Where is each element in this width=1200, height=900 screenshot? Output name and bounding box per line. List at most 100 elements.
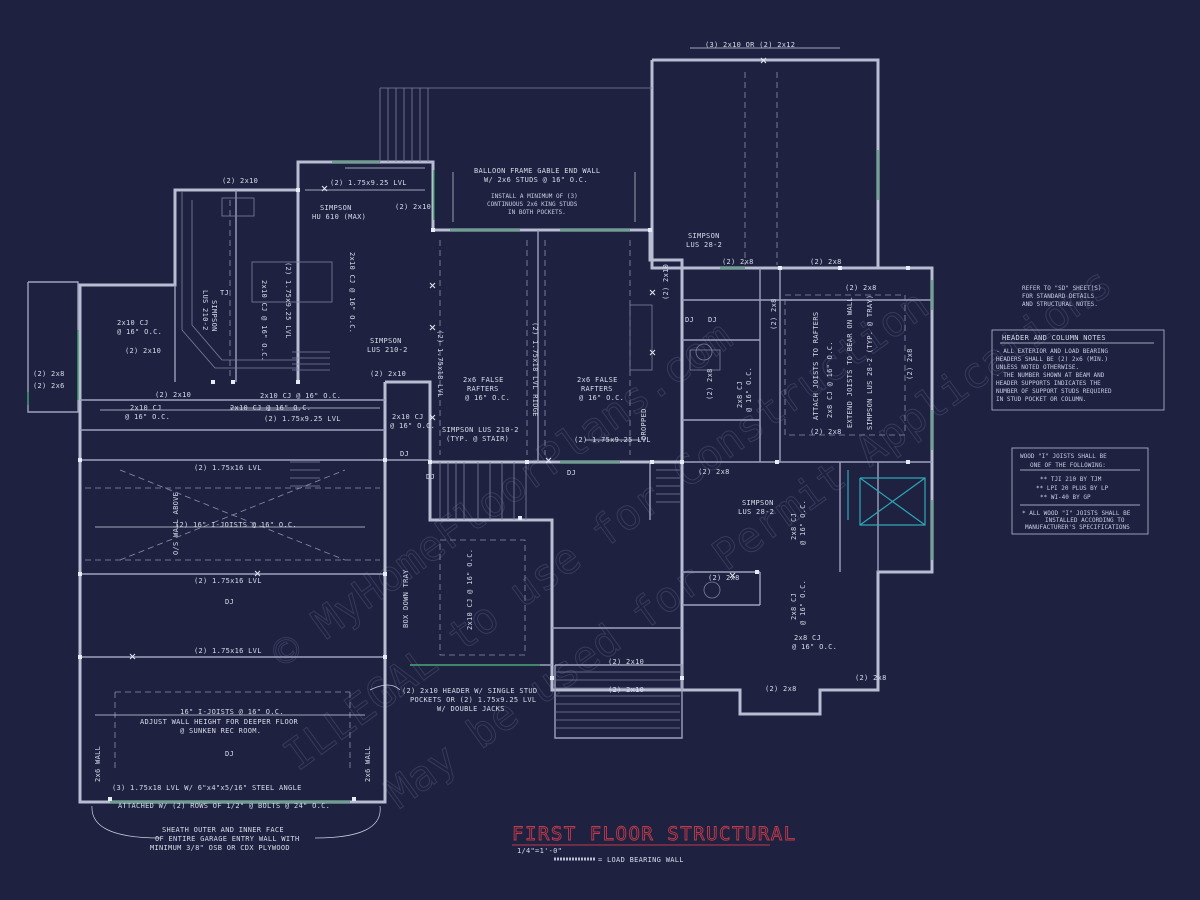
label-stair-1: SIMPSON LUS 210-2 — [442, 426, 519, 434]
label-hdr2x10-bot-1: (2) 2x10 — [608, 658, 644, 666]
label-extend-vertical: EXTEND JOISTS TO BEAR ON WALL — [846, 297, 854, 428]
label-attach-vertical: ATTACH JOISTS TO RAFTERS — [812, 312, 820, 420]
refer-note-2: FOR STANDARD DETAILS — [1022, 293, 1095, 300]
label-cj8-c-2: @ 16" O.C. — [799, 500, 807, 545]
label-simpson-hu-2: HU 610 (MAX) — [312, 213, 366, 221]
label-cj-small-2: @ 16" O.C. — [390, 422, 435, 430]
label-box-down: BOX DOWN TRAY — [402, 569, 410, 628]
watermark: © MyHomeFloorPlans.com ILLEGAL to use fo… — [262, 257, 1122, 818]
label-hdr28-bot: (2) 2x8 — [765, 685, 797, 693]
label-lvl-vertical-1: (2) 1.75x9.25 LVL — [284, 262, 292, 339]
interior-walls — [80, 190, 932, 658]
label-wall-2x6-right: 2x6 WALL — [364, 746, 372, 782]
header-notes-box — [991, 329, 1165, 411]
label-lus282-vertical: SIMPSON LUS 28-2 (TYP. @ TRAY) — [866, 295, 874, 430]
label-sheath-3: MINIMUM 3/8" OSB OR CDX PLYWOOD — [150, 844, 290, 852]
label-hdr28-d: (2) 2x8 — [708, 574, 740, 582]
label-install-3: IN BOTH POCKETS. — [508, 209, 566, 216]
label-hdr26-left: (2) 2x6 — [33, 382, 65, 390]
label-false-rafter-r-1: 2x6 FALSE — [577, 376, 618, 384]
label-sheath-1: SHEATH OUTER AND INNER FACE — [162, 826, 284, 834]
label-cj8-c-1: 2x8 CJ — [790, 513, 798, 540]
label-dj-c: DJ — [400, 450, 409, 458]
label-hdr-2x10-b: (2) 2x10 — [395, 203, 431, 211]
label-lvl18-vertical: (2) 1.75x18 LVL — [436, 330, 444, 398]
label-cj-left-2: @ 16" O.C. — [117, 328, 162, 336]
label-balloon-2: W/ 2x6 STUDS @ 16" O.C. — [484, 176, 588, 184]
label-hdr-single-3: W/ DOUBLE JACKS — [437, 705, 505, 713]
label-cj8-a-2: @ 16" O.C. — [792, 643, 837, 651]
label-ijoist-a: (2) 16" I-JOISTS @ 16" O.C. — [175, 521, 297, 529]
label-lvl-row: (2) 1.75x9.25 LVL — [264, 415, 341, 423]
label-cj8-b-2: @ 16" O.C. — [745, 367, 753, 412]
label-dj-a: DJ — [225, 598, 234, 606]
label-stair-2: (TYP. @ STAIR) — [446, 435, 509, 443]
label-hdr28-vertical-3: (2) 2x8 — [706, 368, 714, 400]
label-cj-vertical-1: 2x10 CJ @ 16" O.C. — [260, 280, 268, 361]
joist-notes-title-2: ONE OF THE FOLLOWING: — [1030, 462, 1106, 469]
label-hdr28-vertical-2: (2) 2x8 — [770, 298, 778, 330]
label-cj-bot-2: @ 16" O.C. — [125, 413, 170, 421]
label-simpson-28: SIMPSON — [742, 499, 774, 507]
label-hdr-left-a: (2) 2x10 — [125, 347, 161, 355]
header-notes-title: HEADER AND COLUMN NOTES — [1002, 334, 1106, 342]
header-note-line-6: NUMBER OF SUPPORT STUDS REQUIRED — [996, 388, 1112, 395]
label-install-1: INSTALL A MINIMUM OF (3) — [491, 193, 578, 200]
label-ijoist-b: 16" I-JOISTS @ 16" O.C. — [180, 708, 284, 716]
header-note-line-7: IN STUD POCKET OR COLUMN. — [996, 396, 1086, 403]
label-hdr28-a: (2) 2x8 — [810, 258, 842, 266]
label-top-right-vertical: (2) 2x10 — [662, 264, 670, 300]
label-dj-d: DJ — [426, 473, 435, 481]
label-simpson-ls-2: LUS 28-2 — [686, 241, 722, 249]
label-wall-2x6-left: 2x6 WALL — [94, 746, 102, 782]
kitchen-cabinets — [181, 192, 721, 599]
label-simpson-lus-left: SIMPSON — [210, 300, 218, 332]
label-dj-cl-2: DJ — [685, 316, 694, 324]
joist-foot-2: INSTALLED ACCORDING TO — [1045, 517, 1125, 524]
label-simpson-lus: SIMPSON — [370, 337, 402, 345]
label-cj-box: 2x10 CJ @ 16" O.C. — [466, 549, 474, 630]
label-cj-vertical-2: 2x10 CJ @ 16" O.C. — [348, 252, 356, 333]
label-tj: TJ — [220, 289, 229, 297]
header-note-line-4: - THE NUMBER SHOWN AT BEAM AND — [996, 372, 1105, 379]
label-hdr28-vertical-1: (2) 2x8 — [906, 348, 914, 380]
label-balloon: BALLOON FRAME GABLE END WALL — [474, 167, 600, 175]
structural-labels: (3) 2x10 OR (2) 2x12 BALLOON FRAME GABLE… — [33, 41, 914, 852]
sheet-title: FIRST FLOOR STRUCTURAL — [512, 823, 797, 845]
joist-foot-1: * ALL WOOD "I" JOISTS SHALL BE — [1022, 510, 1131, 517]
header-lines — [95, 47, 840, 716]
label-hdr28-bath: (2) 2x8 — [855, 674, 887, 682]
load-bearing-legend: = LOAD BEARING WALL — [598, 856, 684, 864]
label-cj8-vertical: 2x8 CJ @ 16" O.C. — [826, 341, 834, 418]
joist-foot-3: MANUFACTURER'S SPECIFICATIONS — [1025, 524, 1130, 531]
header-note-line-2: HEADERS SHALL BE (2) 2x6 (MIN.) — [996, 356, 1108, 363]
label-attached: ATTACHED W/ (2) ROWS OF 1/2" @ BOLTS @ 2… — [118, 802, 330, 810]
label-hdr28-b: (2) 2x8 — [810, 428, 842, 436]
header-note-line-3: UNLESS NOTED OTHERWISE. — [996, 364, 1079, 371]
label-cj-bot-1: 2x10 CJ — [130, 404, 162, 412]
label-sheath-2: OF ENTIRE GARAGE ENTRY WALL WITH — [155, 835, 299, 843]
label-simpson-28-2: LUS 28-2 — [738, 508, 774, 516]
joist-line-1: ** TJI 210 BY TJM — [1040, 476, 1102, 483]
label-hdr-2x10-a: (2) 2x10 — [222, 177, 258, 185]
label-false-rafter-r-3: @ 16" O.C. — [579, 394, 624, 402]
dashed-lines — [85, 72, 906, 770]
joist-notes-box — [1011, 447, 1149, 535]
label-lvl-top: (2) 1.75x9.25 LVL — [330, 179, 407, 187]
label-cj-mid-1: 2x10 CJ @ 16" O.C. — [260, 392, 341, 400]
label-adjust: ADJUST WALL HEIGHT FOR DEEPER FLOOR — [140, 718, 298, 726]
label-false-rafter-r-2: RAFTERS — [581, 385, 613, 393]
label-hdr28-c: (2) 2x8 — [698, 468, 730, 476]
label-lvl-steel: (3) 1.75x18 LVL W/ 6"x4"x5/16" STEEL ANG… — [112, 784, 302, 792]
label-hdr2x10-bot-2: (2) 2x10 — [608, 686, 644, 694]
label-lvl16-b: (2) 1.75x16 LVL — [194, 577, 262, 585]
joist-line-2: ** LPI 20 PLUS BY LP — [1036, 485, 1109, 492]
label-cj-small-1: 2x10 CJ — [392, 413, 424, 421]
label-simpson-lus-2: LUS 210-2 — [367, 346, 408, 354]
support-points — [78, 188, 910, 801]
label-lvl16-a: (2) 1.75x16 LVL — [194, 464, 262, 472]
label-hdr-2x8-top: (2) 2x8 — [722, 258, 754, 266]
watermark-line-2: ILLEGAL to use for Construction — [274, 280, 937, 780]
label-cj8-a-1: 2x8 CJ — [794, 634, 821, 642]
